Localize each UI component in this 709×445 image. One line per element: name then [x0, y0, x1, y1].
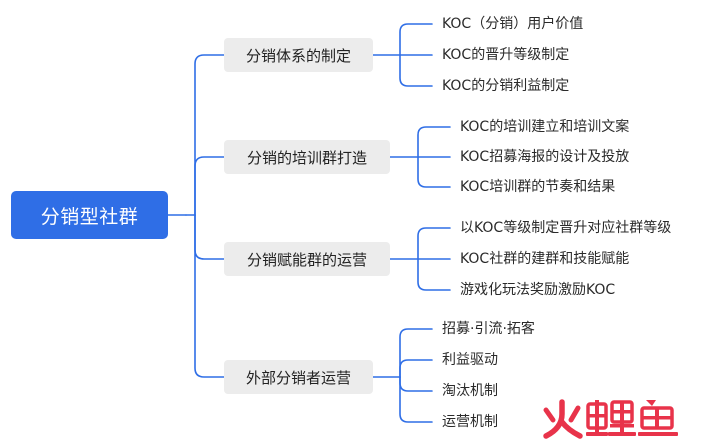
leaf-node: KOC的分销利益制定: [442, 78, 570, 94]
watermark-logo: [538, 398, 686, 440]
leaf-node: KOC社群的建群和技能赋能: [460, 251, 630, 267]
branch-label: 分销体系的制定: [245, 46, 351, 65]
leaf-node: KOC（分销）用户价值: [442, 16, 584, 32]
leaf-node: 招募·引流·拓客: [442, 321, 535, 337]
leaf-node: KOC培训群的节奏和结果: [460, 179, 616, 195]
root-label: 分销型社群: [40, 205, 139, 228]
leaf-node: 以KOC等级制定晋升对应社群等级: [460, 220, 672, 236]
branch-label: 分销的培训群打造: [246, 148, 367, 167]
root-node: 分销型社群: [11, 191, 168, 239]
branch-node: 外部分销者运营: [224, 360, 373, 394]
leaf-node: KOC的培训建立和培训文案: [460, 119, 630, 135]
leaf-node: 游戏化玩法奖励激励KOC: [460, 282, 616, 298]
branch-label: 外部分销者运营: [245, 368, 351, 387]
leaf-node: 利益驱动: [442, 352, 498, 368]
carp-logo-icon: [586, 400, 678, 436]
leaf-node: KOC的晋升等级制定: [442, 47, 570, 63]
leaf-node: 淘汰机制: [442, 383, 498, 399]
branch-node: 分销的培训群打造: [224, 140, 390, 174]
fire-mark-icon: [543, 399, 583, 439]
branch-node: 分销体系的制定: [224, 38, 373, 72]
branch-node: 分销赋能群的运营: [224, 242, 390, 276]
branch-label: 分销赋能群的运营: [246, 250, 367, 269]
leaf-node: KOC招募海报的设计及投放: [460, 149, 630, 165]
leaf-node: 运营机制: [442, 414, 498, 430]
